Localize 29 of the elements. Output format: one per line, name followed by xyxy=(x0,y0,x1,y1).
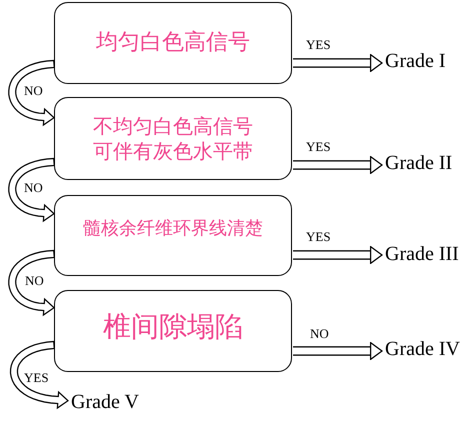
hollow-arrow xyxy=(293,246,383,264)
edge-label: YES xyxy=(306,229,331,245)
criterion-text: 不均匀白色高信号可伴有灰色水平带 xyxy=(92,114,254,164)
criterion-box xyxy=(54,2,292,84)
edge-label: YES xyxy=(306,37,331,53)
edge-label: NO xyxy=(310,326,329,342)
grade-label: Grade II xyxy=(385,152,452,175)
edge-label: NO xyxy=(24,180,43,196)
grade-label: Grade V xyxy=(71,391,139,414)
hollow-arrow xyxy=(293,54,383,72)
grade-label: Grade III xyxy=(385,243,459,266)
criterion-text: 椎间隙塌陷 xyxy=(102,309,244,344)
edge-label: NO xyxy=(24,83,43,99)
edge-label: YES xyxy=(306,139,331,155)
edge-label: NO xyxy=(25,273,44,289)
grade-label: Grade I xyxy=(385,50,446,73)
criterion-text: 均匀白色高信号 xyxy=(95,29,251,57)
edge-label: YES xyxy=(24,370,49,386)
criterion-box xyxy=(54,97,292,180)
hollow-arrow xyxy=(8,250,55,316)
grade-label: Grade IV xyxy=(385,338,460,361)
criterion-text: 髓核余纤维环界线清楚 xyxy=(82,218,264,240)
hollow-arrow xyxy=(293,156,383,174)
hollow-arrow xyxy=(10,340,69,410)
hollow-arrow xyxy=(8,60,55,126)
criterion-box xyxy=(54,290,292,372)
hollow-arrow xyxy=(8,158,55,222)
criterion-box xyxy=(54,195,292,276)
hollow-arrow xyxy=(293,342,383,360)
